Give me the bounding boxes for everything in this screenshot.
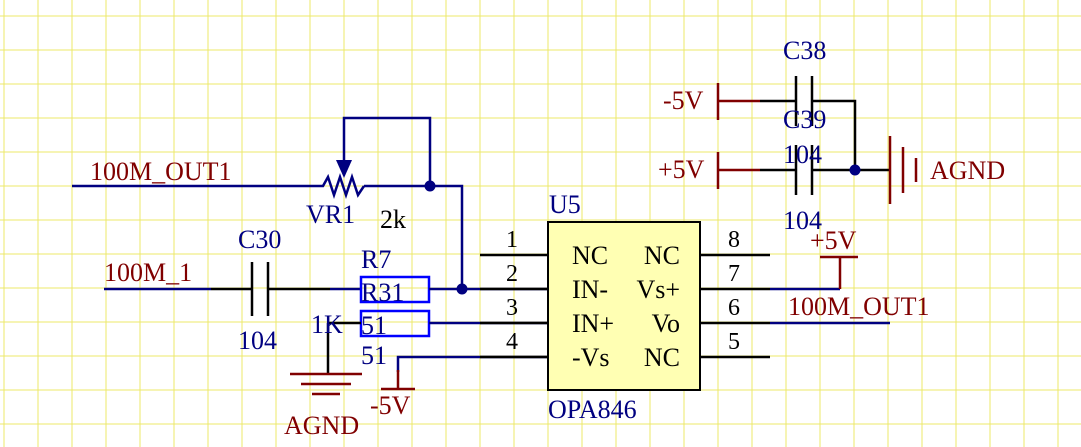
pin-name-2: IN- — [572, 275, 608, 304]
pin-number-6: 6 — [728, 295, 740, 321]
c38-designator: C38 — [783, 36, 826, 65]
c39-capacitor — [716, 145, 890, 195]
c39-designator: C39 — [783, 105, 826, 134]
c30-designator: C30 — [238, 225, 281, 254]
agnd-right-symbol — [888, 136, 918, 204]
pin-number-2: 2 — [506, 261, 518, 287]
pin-number-1: 1 — [506, 227, 518, 253]
neg5v-top-label: -5V — [663, 86, 704, 115]
pin-number-8: 8 — [728, 227, 740, 253]
net-label-out-right: 100M_OUT1 — [788, 292, 930, 321]
r-extra-value: 51 — [361, 341, 387, 370]
c30-capacitor — [104, 262, 330, 316]
pin-name-6: Vo — [652, 309, 680, 338]
vr1-designator: VR1 — [306, 200, 355, 229]
net-label-in: 100M_1 — [104, 258, 192, 287]
pos5v-right-label: +5V — [810, 226, 857, 255]
r7-designator: R7 — [361, 245, 391, 274]
net-label-out-top: 100M_OUT1 — [90, 157, 232, 186]
pos5v-right-symbol — [820, 255, 858, 289]
pin-number-3: 3 — [506, 295, 518, 321]
u5-part-number: OPA846 — [548, 395, 637, 424]
neg5v-bottom-label: -5V — [370, 391, 411, 420]
agnd-bottom-label: AGND — [284, 411, 359, 440]
pin-name-5: NC — [644, 343, 680, 372]
vr1-value: 2k — [380, 205, 406, 234]
neg5v-bottom-symbol — [381, 355, 548, 391]
r31-value: 51 — [361, 311, 387, 340]
pin-name-4: -Vs — [572, 343, 610, 372]
agnd-right-label: AGND — [930, 156, 1005, 185]
c38-capacitor — [716, 76, 857, 170]
u5-opamp — [480, 221, 890, 391]
vr1-potentiometer — [72, 116, 464, 289]
pin-number-7: 7 — [728, 261, 740, 287]
c30-value: 104 — [238, 326, 277, 355]
pin-name-3: IN+ — [572, 309, 614, 338]
pos5v-top-label: +5V — [658, 155, 705, 184]
c38-value: 104 — [783, 140, 822, 169]
agnd-bottom-symbol — [290, 372, 362, 396]
c39-value: 104 — [783, 206, 822, 235]
pin-number-5: 5 — [728, 329, 740, 355]
r7-value: 1K — [311, 310, 343, 339]
pin-number-4: 4 — [506, 329, 518, 355]
u5-pin-numbers: 1 2 3 4 5 6 7 8 — [506, 227, 740, 355]
u5-pin-names: NC IN- IN+ -Vs NC Vs+ Vo NC — [572, 241, 680, 372]
r31-designator: R31 — [361, 278, 404, 307]
pin-name-1: NC — [572, 241, 608, 270]
pin-name-8: NC — [644, 241, 680, 270]
u5-designator: U5 — [549, 190, 581, 219]
pin-name-7: Vs+ — [636, 275, 680, 304]
